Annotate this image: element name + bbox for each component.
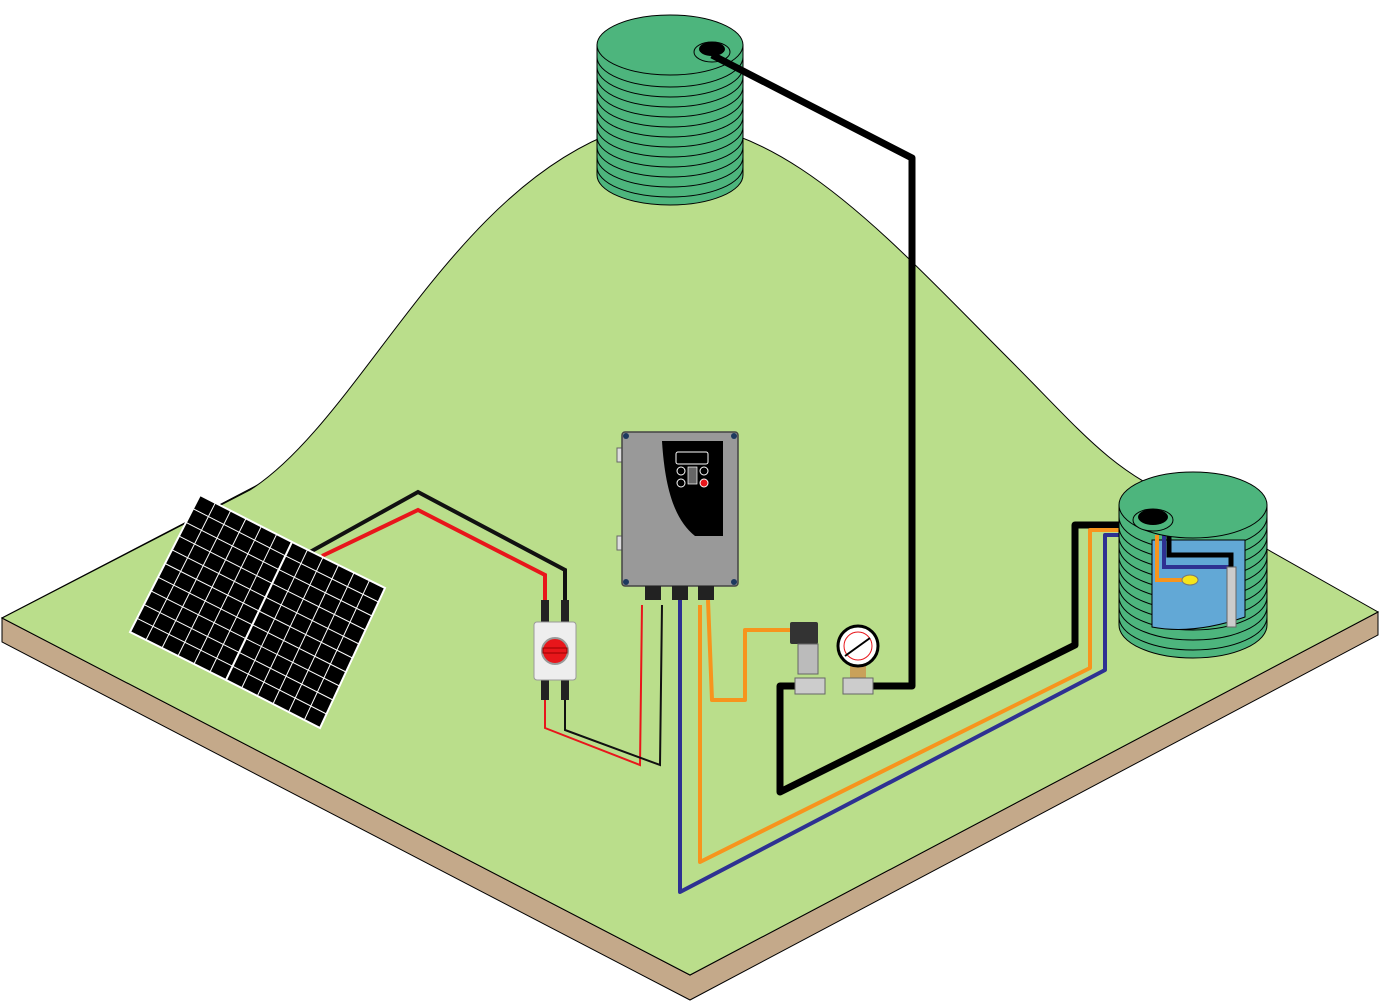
- panel-cell-line: [171, 549, 266, 598]
- delivery-pipe: [710, 51, 916, 690]
- tank-rib: [596, 66, 744, 98]
- panel-cell-line: [232, 665, 327, 715]
- panel-cell-line: [265, 596, 360, 645]
- tank-rib: [596, 76, 744, 108]
- panel-cell-line: [185, 521, 280, 571]
- tank-rib: [596, 96, 744, 128]
- controller-button[interactable]: [676, 478, 686, 488]
- dc-isolator: [533, 600, 577, 700]
- panel-cell-line: [178, 535, 273, 584]
- pump-controller: [616, 431, 739, 600]
- controller-button[interactable]: [699, 466, 709, 476]
- storage-tank: [596, 14, 744, 206]
- panel-cell-line: [150, 590, 247, 640]
- pump-cable-in-tank: [1162, 535, 1231, 569]
- tank-cutaway-water: [1151, 539, 1246, 630]
- tank-rib: [1118, 606, 1268, 641]
- tank-rib: [596, 86, 744, 118]
- panel-cell-line: [252, 624, 347, 673]
- panel-cell-line: [245, 638, 340, 687]
- pressure-gauge: [836, 624, 880, 695]
- sensor-cable-well: [698, 528, 1145, 864]
- pump-cable: [678, 533, 1145, 894]
- panel-cell-line: [164, 563, 260, 612]
- panel-cell-line: [238, 651, 334, 701]
- dc-positive-out: [544, 604, 643, 767]
- controller-arrow-buttons[interactable]: [687, 466, 698, 485]
- submersible-pump: [1226, 566, 1237, 628]
- controller-display: [675, 451, 709, 465]
- tank-rib: [596, 106, 744, 138]
- pressure-sensor: [790, 622, 826, 695]
- panel-cell-line: [258, 610, 353, 659]
- controller-button[interactable]: [676, 466, 686, 476]
- dc-positive-cable: [321, 507, 547, 600]
- tank-rib: [596, 166, 744, 198]
- riser-pipe: [1166, 535, 1234, 567]
- panel-cell-line: [278, 569, 373, 617]
- tank-rib: [1118, 596, 1268, 631]
- tank-rib: [596, 146, 744, 178]
- float-cable: [1155, 535, 1190, 582]
- panel-cell-line: [143, 604, 240, 653]
- panel-cell-line: [157, 576, 253, 626]
- tank-inlet-hole: [699, 42, 725, 56]
- panel-cell-line: [285, 555, 379, 603]
- source-tank: [1118, 471, 1268, 659]
- tank-rib: [1118, 616, 1268, 651]
- dc-negative-out: [564, 604, 663, 767]
- solar-array: [128, 493, 387, 730]
- tank-rib: [596, 116, 744, 148]
- dc-negative-cable: [309, 489, 567, 600]
- gauge-needle: [844, 637, 871, 657]
- tank-rib: [596, 136, 744, 168]
- tank-rib: [596, 156, 744, 188]
- tank-body: [596, 44, 744, 206]
- pressure-sensor-cable: [706, 599, 792, 702]
- float-switch: [1181, 574, 1199, 586]
- controller-stop-button[interactable]: [699, 478, 709, 488]
- panel-cell-line: [271, 582, 366, 631]
- panel-cell-line: [136, 617, 233, 667]
- delivery-pipe-lower: [776, 521, 1145, 796]
- isolator-knob[interactable]: [541, 637, 569, 665]
- panel-cell-line: [192, 508, 286, 557]
- tank-rib: [596, 126, 744, 158]
- tank-hatch-opening: [1138, 509, 1168, 525]
